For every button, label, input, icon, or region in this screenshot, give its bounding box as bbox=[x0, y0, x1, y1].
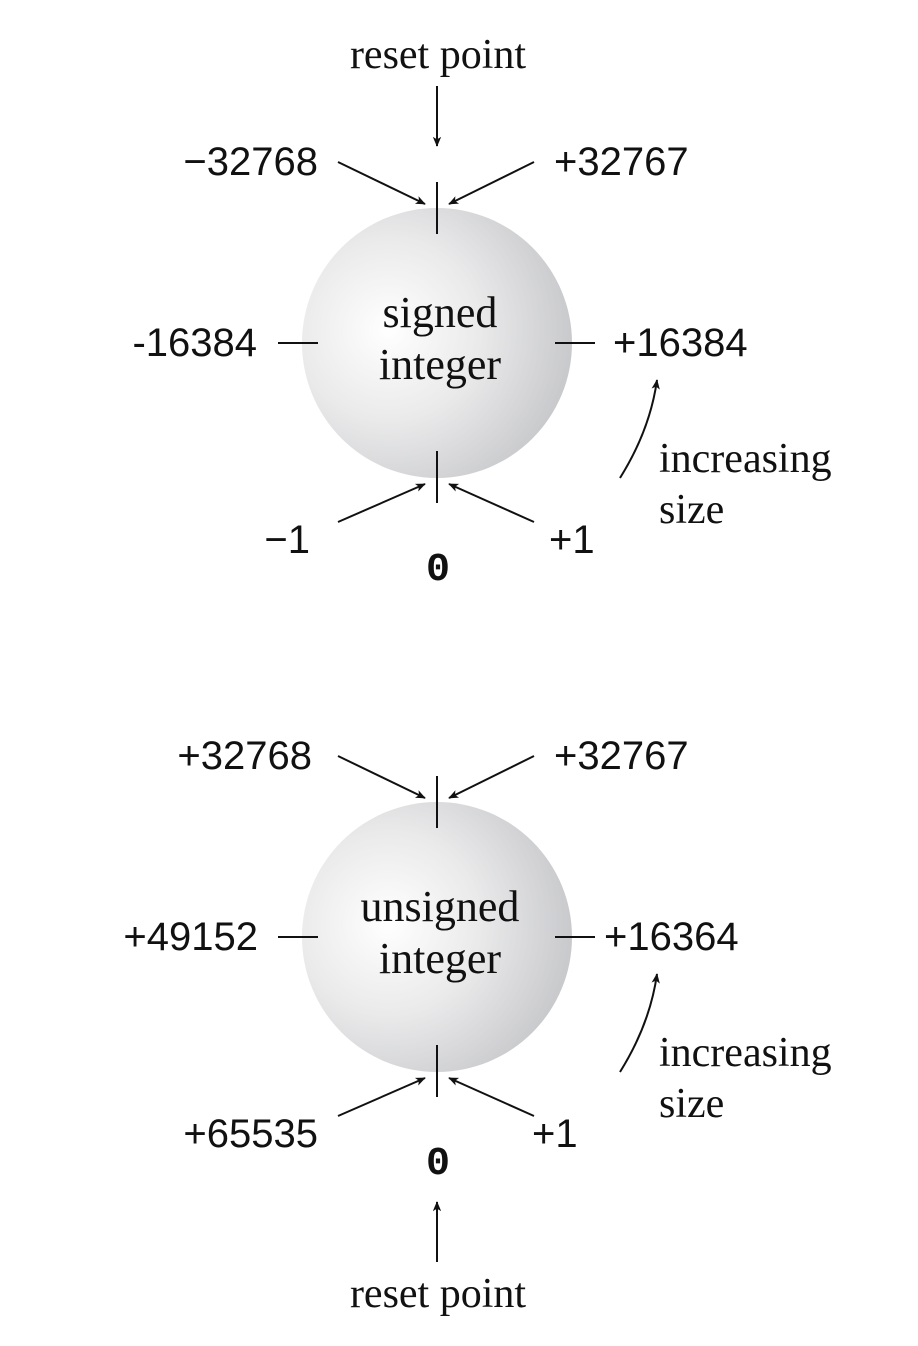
unsigned-plus-one-label: +1 bbox=[532, 1112, 578, 1156]
unsigned-top-left-label: +32768 bbox=[177, 734, 312, 778]
unsigned-zero-label: 0 bbox=[426, 1142, 450, 1187]
unsigned-max-arrow bbox=[337, 1077, 426, 1117]
signed-zero-label: 0 bbox=[426, 548, 450, 593]
signed-plus-one-label: +1 bbox=[549, 518, 595, 562]
unsigned-max-label: +65535 bbox=[183, 1112, 318, 1156]
unsigned-right-label: +16364 bbox=[604, 915, 739, 959]
unsigned-plus-one-arrow bbox=[448, 1077, 535, 1117]
unsigned-circle-text-line1: unsigned bbox=[361, 882, 520, 931]
signed-increasing-arrow bbox=[619, 379, 660, 479]
unsigned-increasing-text-line1: increasing bbox=[659, 1030, 832, 1076]
signed-plus-one-arrow bbox=[448, 483, 535, 523]
signed-reset-point-label: reset point bbox=[350, 32, 526, 78]
signed-left-label: -16384 bbox=[132, 321, 257, 365]
signed-right-label: +16384 bbox=[613, 321, 748, 365]
unsigned-top-left-arrow bbox=[337, 755, 426, 799]
signed-min-label: −32768 bbox=[183, 140, 318, 184]
signed-integer-diagram: reset point signed integer −32768 +32767… bbox=[132, 32, 831, 593]
unsigned-integer-diagram: unsigned integer +32768 +32767 +49152 +1… bbox=[123, 734, 831, 1317]
unsigned-integer-circle bbox=[302, 802, 572, 1072]
unsigned-reset-point-label: reset point bbox=[350, 1271, 526, 1317]
signed-max-arrow bbox=[448, 161, 535, 205]
signed-circle-text-line2: integer bbox=[379, 340, 502, 389]
unsigned-circle-text-line2: integer bbox=[379, 934, 502, 983]
unsigned-increasing-arrow bbox=[619, 973, 660, 1073]
signed-minus-one-label: −1 bbox=[264, 518, 310, 562]
signed-max-label: +32767 bbox=[554, 140, 689, 184]
signed-increasing-text-line1: increasing bbox=[659, 436, 832, 482]
signed-integer-circle bbox=[302, 208, 572, 478]
unsigned-top-right-arrow bbox=[448, 755, 535, 799]
signed-circle-text-line1: signed bbox=[383, 288, 498, 337]
unsigned-top-right-label: +32767 bbox=[554, 734, 689, 778]
unsigned-left-label: +49152 bbox=[123, 915, 258, 959]
signed-minus-one-arrow bbox=[337, 483, 426, 523]
signed-increasing-text-line2: size bbox=[659, 487, 724, 533]
signed-min-arrow bbox=[337, 161, 426, 205]
unsigned-increasing-text-line2: size bbox=[659, 1081, 724, 1127]
